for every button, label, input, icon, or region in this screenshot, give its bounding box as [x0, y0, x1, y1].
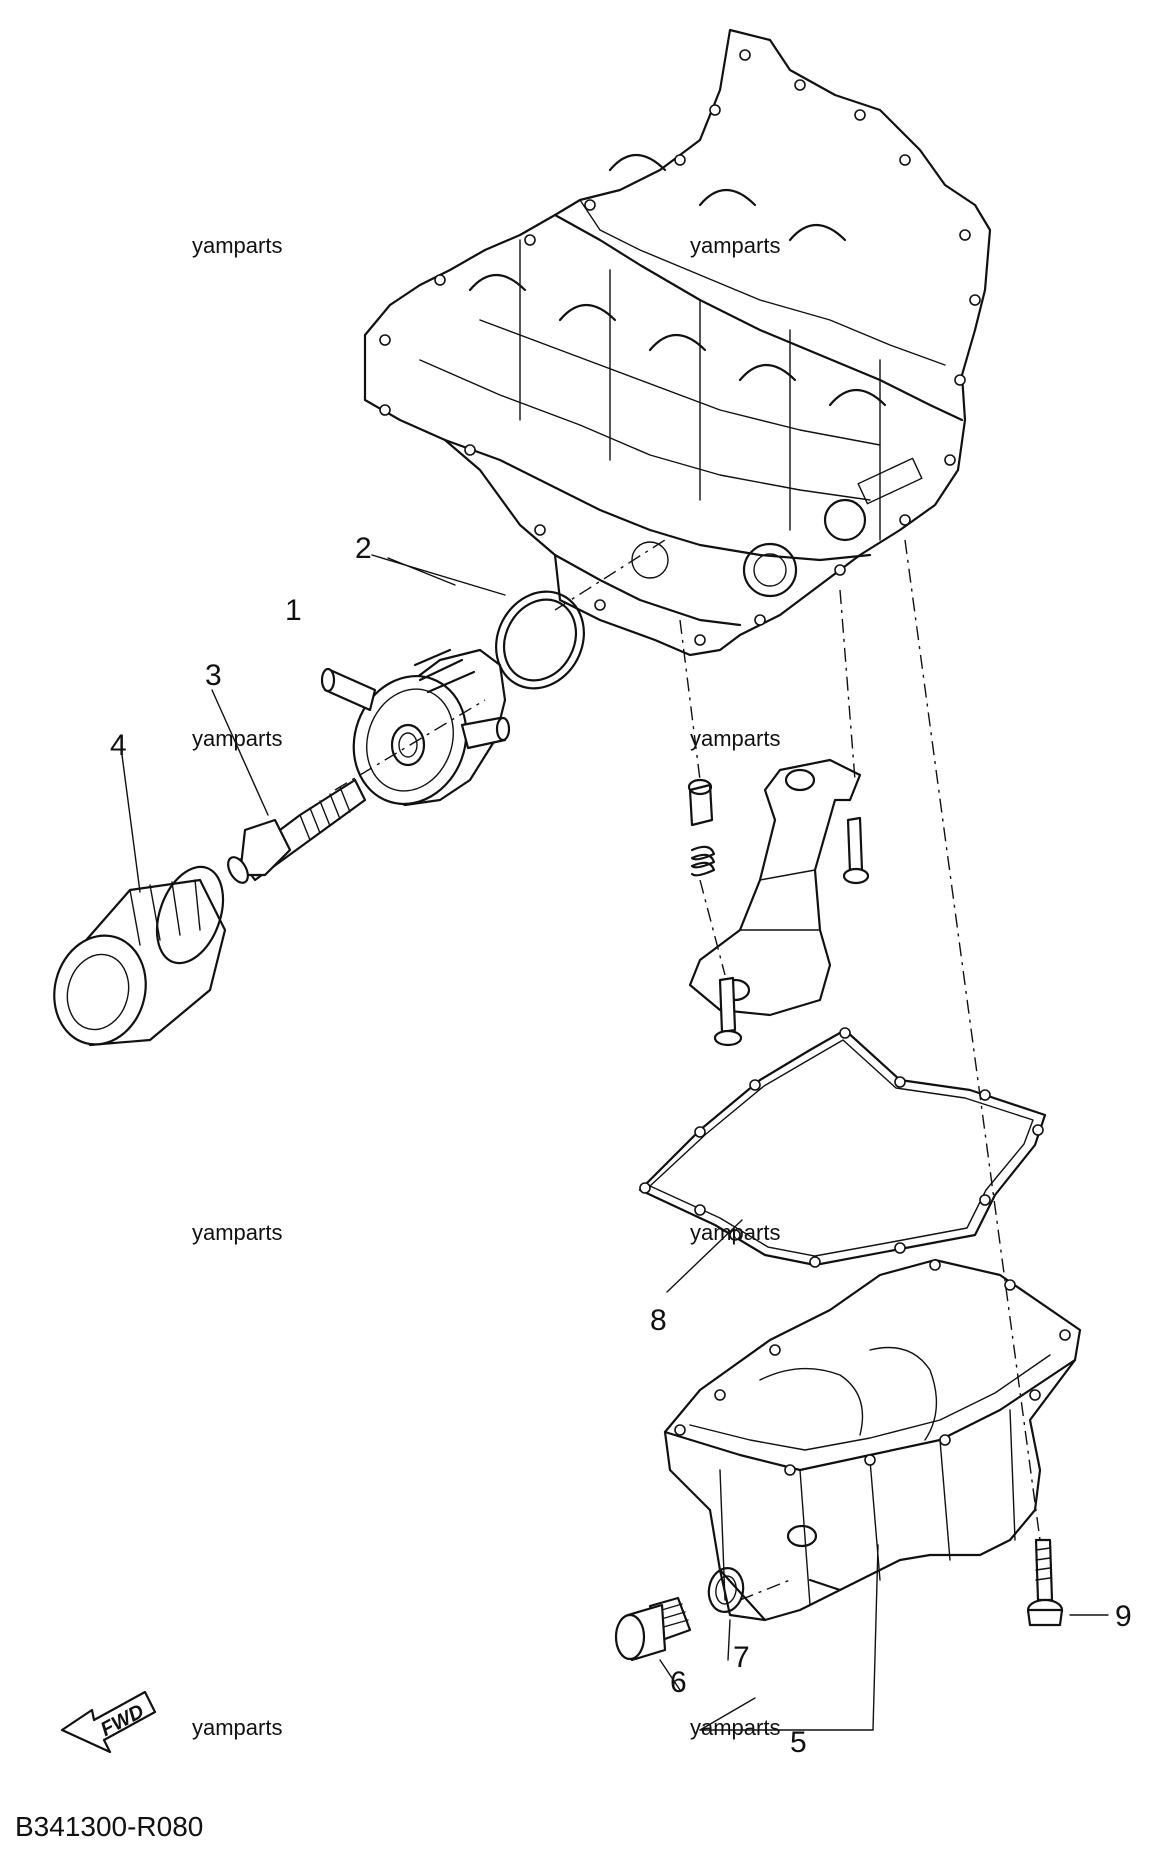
- callout-8: 8: [650, 1304, 667, 1337]
- watermark-text: yamparts: [192, 726, 282, 751]
- callout-3: 3: [205, 659, 222, 692]
- fwd-arrow-icon: FWD: [60, 1690, 157, 1754]
- callout-leaders: [121, 554, 1109, 1731]
- crankcase-bolt-holes: [379, 49, 981, 646]
- gasket-bolt-holes: [639, 1027, 1044, 1268]
- callout-4: 4: [110, 729, 127, 762]
- oil-filter: [53, 865, 227, 1047]
- pan-bolt: [1026, 1538, 1064, 1627]
- union-bolt: [227, 778, 367, 884]
- watermark-text: yamparts: [192, 233, 282, 258]
- oil-pan-bolt-holes: [674, 1259, 1071, 1476]
- callout-1: 1: [285, 594, 302, 627]
- crankcase-illustration: [363, 28, 992, 657]
- callout-numbers: 1 2 3 4 5 6 7 8 9: [110, 532, 1132, 1759]
- oil-strainer-assembly: [687, 758, 870, 1047]
- drawing-code: B341300-R080: [15, 1811, 203, 1842]
- callout-5: 5: [790, 1726, 807, 1759]
- callout-2: 2: [355, 532, 372, 565]
- gasket: [638, 1027, 1047, 1268]
- callout-6: 6: [670, 1666, 687, 1699]
- oil-pan: [663, 1258, 1082, 1622]
- assembly-centerlines: [334, 539, 1041, 1601]
- watermark-text: yamparts: [192, 1715, 282, 1740]
- watermark-text: yamparts: [690, 1715, 780, 1740]
- watermark-text: yamparts: [690, 233, 780, 258]
- watermark-text: yamparts: [690, 726, 780, 751]
- callout-9: 9: [1115, 1600, 1132, 1633]
- callout-7: 7: [733, 1641, 750, 1674]
- oil-cooler: [320, 648, 511, 807]
- watermark-text: yamparts: [192, 1220, 282, 1245]
- drain-bolt: [614, 1596, 692, 1662]
- watermarks: yamparts yamparts yamparts yamparts yamp…: [192, 233, 780, 1740]
- watermark-text: yamparts: [690, 1220, 780, 1245]
- drain-gasket: [707, 1567, 745, 1613]
- o-ring-2: [495, 590, 585, 690]
